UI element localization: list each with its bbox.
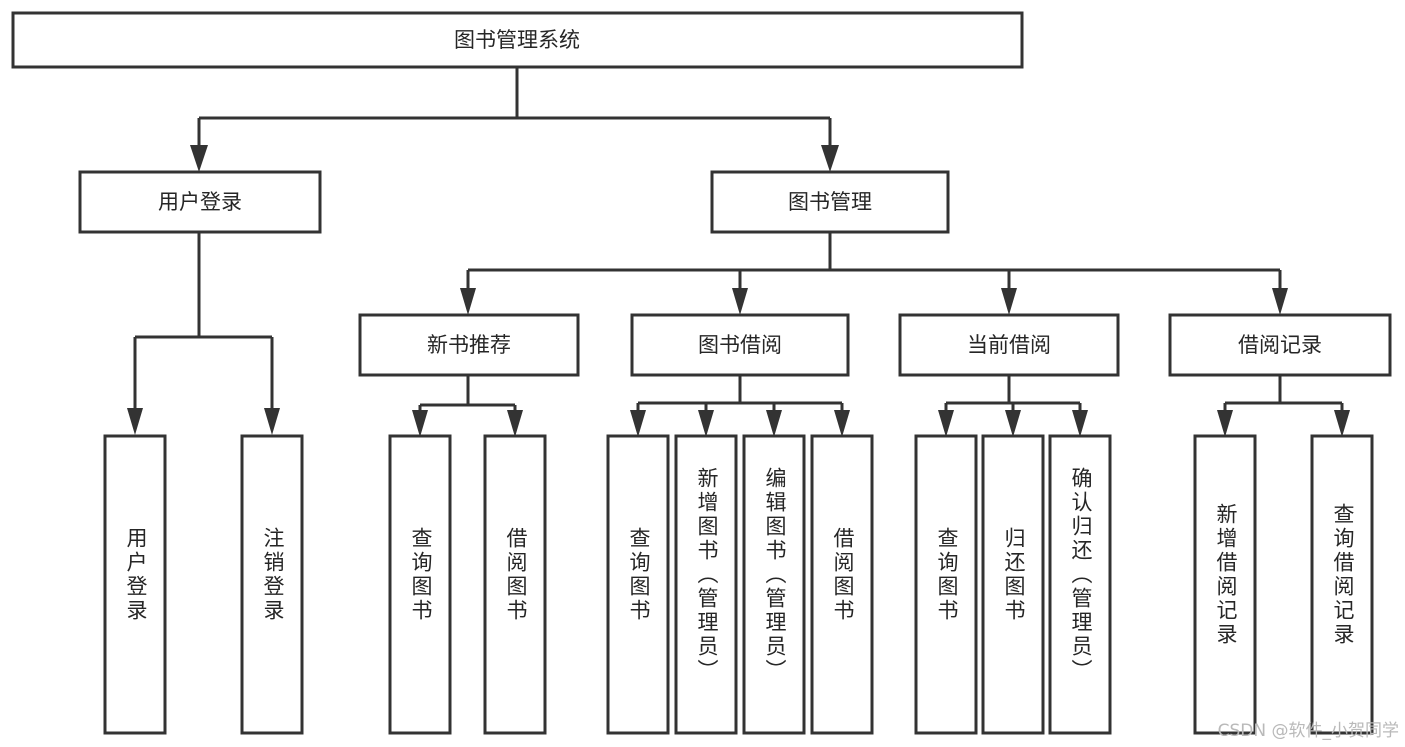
leaf-edit-book[interactable]: 编辑图书（管理员） bbox=[742, 434, 806, 735]
leaf-add-book[interactable]: 新增图书（管理员） bbox=[674, 434, 738, 735]
leaf-borrow-book-recommend[interactable]: 借阅图书 bbox=[483, 434, 547, 735]
leaf-confirm-return-label: 确认归还（管理员） bbox=[1069, 467, 1093, 683]
node-new-book-recommend-box[interactable] bbox=[358, 313, 580, 377]
leaf-query-book-current-box[interactable] bbox=[914, 434, 978, 735]
node-root-system-box[interactable] bbox=[11, 11, 1024, 69]
node-book-management-box[interactable] bbox=[710, 170, 950, 234]
node-book-borrow-box[interactable] bbox=[630, 313, 850, 377]
node-borrow-record[interactable]: 借阅记录 bbox=[1168, 313, 1392, 377]
arrow-head-leaf-borrow-book-1 bbox=[507, 410, 523, 437]
arrow-head-leaf-query-book-3 bbox=[938, 410, 954, 437]
leaf-edit-book-label: 编辑图书（管理员） bbox=[763, 467, 787, 683]
leaf-query-book-current-label: 查询图书 bbox=[935, 527, 959, 623]
arrow-head-leaf-add-book bbox=[698, 410, 714, 437]
leaf-add-borrow-record[interactable]: 新增借阅记录 bbox=[1193, 434, 1257, 735]
leaf-return-book-box[interactable] bbox=[981, 434, 1045, 735]
leaf-query-book-current[interactable]: 查询图书 bbox=[914, 434, 978, 735]
node-book-borrow-label: 图书借阅 bbox=[698, 333, 782, 357]
leaf-borrow-book[interactable]: 借阅图书 bbox=[810, 434, 874, 735]
arrow-head-leaf-query-book-1 bbox=[412, 410, 428, 437]
leaf-borrow-book-recommend-label: 借阅图书 bbox=[504, 527, 528, 623]
node-book-management-label: 图书管理 bbox=[788, 190, 872, 214]
leaf-user-login-box[interactable] bbox=[103, 434, 167, 735]
arrow-head-book-mgmt bbox=[821, 145, 839, 172]
leaf-add-borrow-record-label: 新增借阅记录 bbox=[1214, 503, 1238, 647]
arrow-head-leaf-query-book-2 bbox=[630, 410, 646, 437]
leaf-query-book-borrow-box[interactable] bbox=[606, 434, 670, 735]
arrow-head-current-borrow bbox=[1001, 288, 1017, 315]
node-root-system[interactable]: 图书管理系统 bbox=[11, 11, 1024, 69]
node-book-borrow[interactable]: 图书借阅 bbox=[630, 313, 850, 377]
node-book-management[interactable]: 图书管理 bbox=[710, 170, 950, 234]
arrow-head-borrow-record bbox=[1272, 288, 1288, 315]
arrow-head-leaf-user-login bbox=[127, 408, 143, 435]
leaf-return-book[interactable]: 归还图书 bbox=[981, 434, 1045, 735]
leaf-query-book-recommend[interactable]: 查询图书 bbox=[388, 434, 452, 735]
leaf-query-book-borrow-label: 查询图书 bbox=[627, 527, 651, 623]
arrow-head-leaf-add-record bbox=[1217, 410, 1233, 437]
arrow-head-leaf-borrow-book-2 bbox=[834, 410, 850, 437]
leaf-query-borrow-record-label: 查询借阅记录 bbox=[1331, 503, 1355, 647]
node-current-borrow-box[interactable] bbox=[898, 313, 1120, 377]
leaf-logout-label: 注销登录 bbox=[261, 527, 285, 623]
leaf-borrow-book-recommend-box[interactable] bbox=[483, 434, 547, 735]
node-new-book-recommend-label: 新书推荐 bbox=[427, 333, 511, 357]
leaf-query-book-recommend-box[interactable] bbox=[388, 434, 452, 735]
leaf-edit-book-box[interactable] bbox=[742, 434, 806, 735]
leaf-user-login-label: 用户登录 bbox=[124, 527, 148, 623]
arrow-head-leaf-return-book bbox=[1005, 410, 1021, 437]
leaf-confirm-return-box[interactable] bbox=[1048, 434, 1112, 735]
leaf-add-borrow-record-box[interactable] bbox=[1193, 434, 1257, 735]
leaf-add-book-box[interactable] bbox=[674, 434, 738, 735]
node-current-borrow-label: 当前借阅 bbox=[967, 333, 1051, 357]
leaf-return-book-label: 归还图书 bbox=[1002, 527, 1026, 623]
arrow-head-leaf-query-record bbox=[1334, 410, 1350, 437]
leaf-query-book-recommend-label: 查询图书 bbox=[409, 527, 433, 623]
leaf-borrow-book-label: 借阅图书 bbox=[831, 527, 855, 623]
leaf-user-login[interactable]: 用户登录 bbox=[103, 434, 167, 735]
arrow-head-leaf-logout bbox=[264, 408, 280, 435]
node-new-book-recommend[interactable]: 新书推荐 bbox=[358, 313, 580, 377]
node-current-borrow[interactable]: 当前借阅 bbox=[898, 313, 1120, 377]
leaf-logout[interactable]: 注销登录 bbox=[240, 434, 304, 735]
leaf-query-borrow-record[interactable]: 查询借阅记录 bbox=[1310, 434, 1374, 735]
arrow-head-user-login bbox=[190, 145, 208, 172]
node-user-login-label: 用户登录 bbox=[158, 190, 242, 214]
leaf-add-book-label: 新增图书（管理员） bbox=[695, 467, 719, 683]
node-borrow-record-label: 借阅记录 bbox=[1238, 333, 1322, 357]
leaf-confirm-return[interactable]: 确认归还（管理员） bbox=[1048, 434, 1112, 735]
leaf-borrow-book-box[interactable] bbox=[810, 434, 874, 735]
leaf-logout-box[interactable] bbox=[240, 434, 304, 735]
arrow-head-book-borrow bbox=[732, 288, 748, 315]
leaf-query-book-borrow[interactable]: 查询图书 bbox=[606, 434, 670, 735]
node-borrow-record-box[interactable] bbox=[1168, 313, 1392, 377]
connector-layer bbox=[127, 67, 1350, 437]
node-user-login[interactable]: 用户登录 bbox=[78, 170, 322, 234]
node-user-login-box[interactable] bbox=[78, 170, 322, 234]
arrow-head-new-book bbox=[460, 288, 476, 315]
arrow-head-leaf-confirm-return bbox=[1072, 410, 1088, 437]
arrow-head-leaf-edit-book bbox=[766, 410, 782, 437]
leaf-query-borrow-record-box[interactable] bbox=[1310, 434, 1374, 735]
node-root-system-label: 图书管理系统 bbox=[454, 28, 580, 52]
